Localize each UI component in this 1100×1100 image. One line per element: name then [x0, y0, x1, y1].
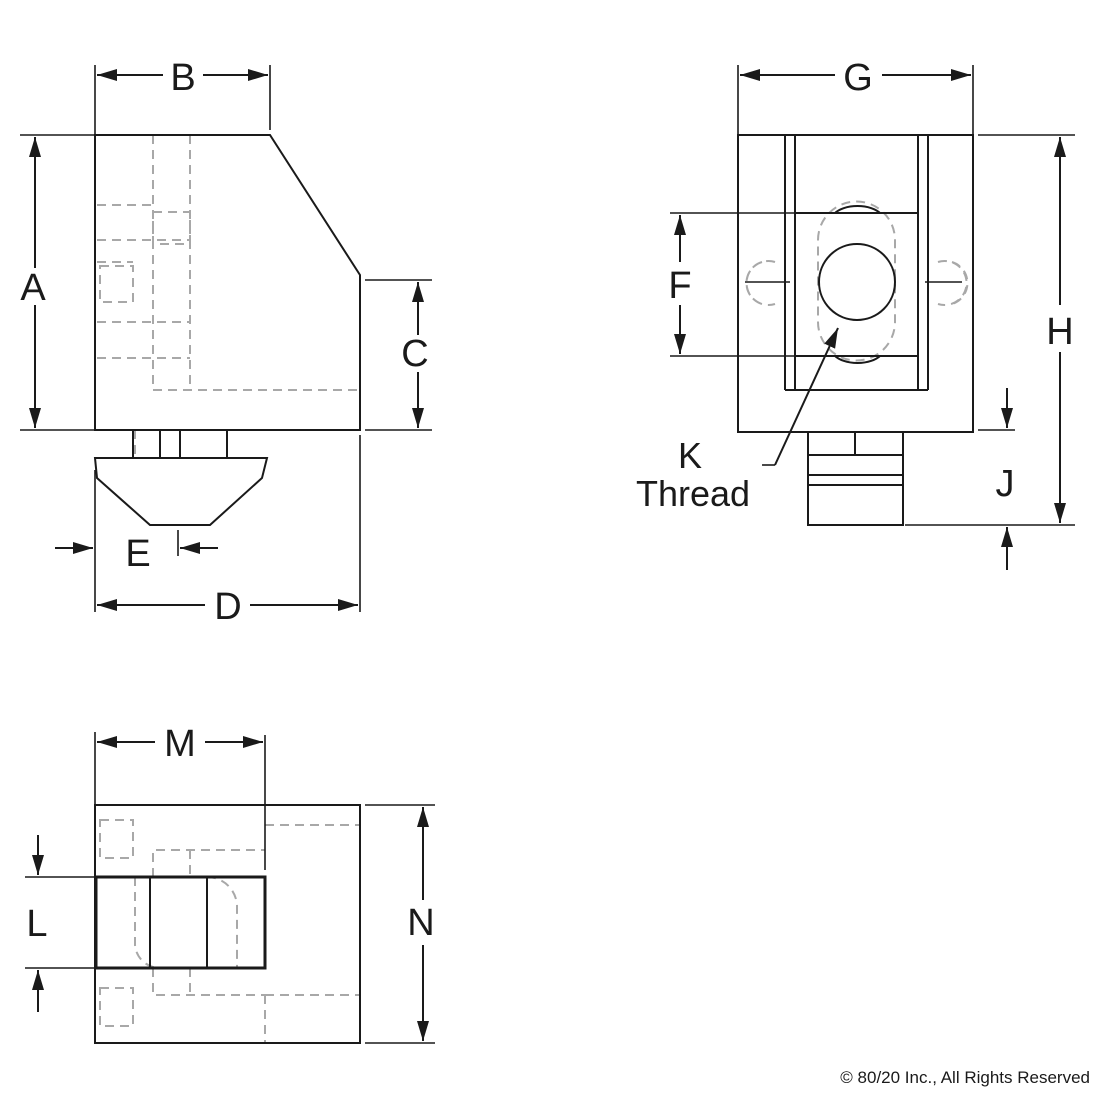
bottom-view: M N L — [25, 723, 435, 1044]
front-body-outline — [737, 134, 974, 433]
side-t-head — [93, 457, 269, 526]
front-stem — [807, 432, 904, 526]
dim-label-e: E — [125, 533, 150, 575]
bottom-hidden-lines — [99, 819, 360, 1043]
dim-label-m: M — [164, 723, 196, 765]
dim-label-c: C — [401, 333, 428, 375]
front-hidden-lines — [745, 200, 969, 362]
side-view: A B C D E — [20, 57, 432, 628]
dim-label-b: B — [170, 57, 195, 99]
dim-label-j: J — [996, 463, 1015, 505]
side-hidden-lines — [97, 135, 360, 458]
dim-label-k: K — [678, 435, 702, 476]
dim-label-f: F — [668, 265, 691, 307]
bottom-slot — [94, 875, 267, 970]
front-view: F G H J K Thread — [636, 57, 1075, 570]
copyright-notice: © 80/20 Inc., All Rights Reserved — [840, 1068, 1090, 1087]
dim-label-g: G — [843, 57, 873, 99]
dim-label-h: H — [1046, 311, 1073, 353]
thread-hole — [818, 243, 896, 321]
side-body-outline — [94, 134, 361, 431]
dim-label-n: N — [407, 902, 434, 944]
side-stem — [132, 430, 228, 458]
dim-label-l: L — [26, 903, 47, 945]
dim-label-a: A — [20, 267, 46, 309]
thread-label: Thread — [636, 473, 750, 514]
dim-label-d: D — [214, 586, 241, 628]
